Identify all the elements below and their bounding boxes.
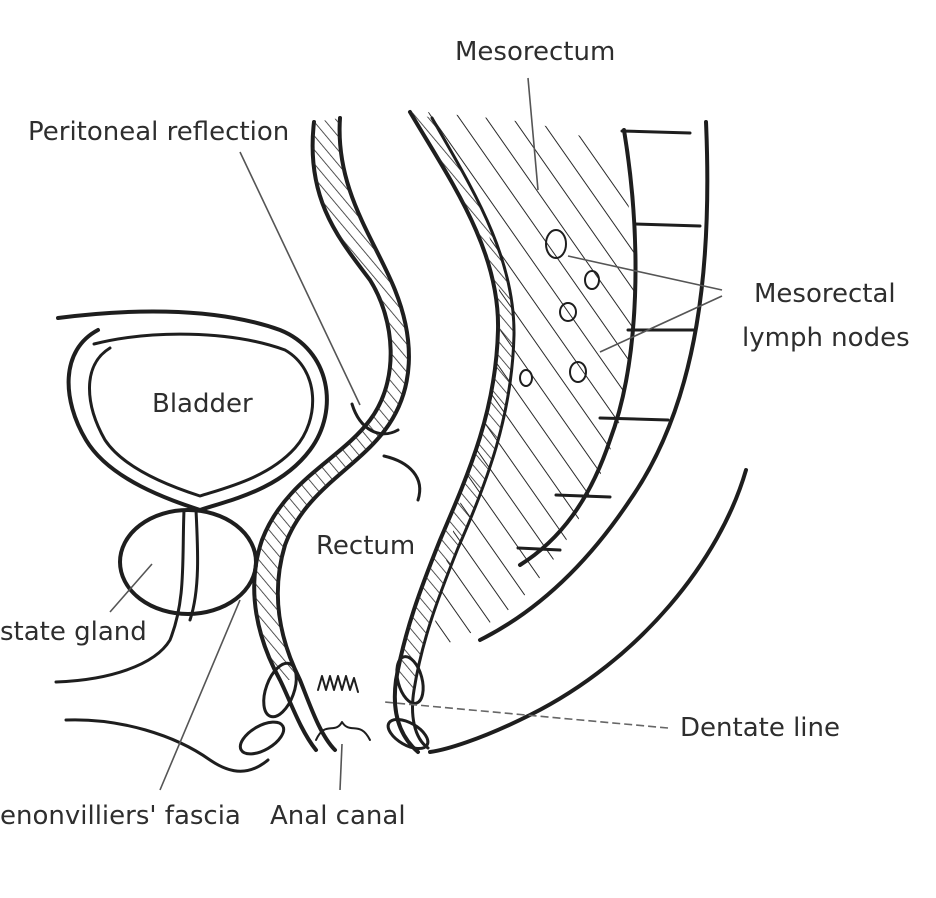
label-mesorectum: Mesorectum xyxy=(455,37,615,67)
prostate-shape xyxy=(54,508,258,684)
label-anal-canal: Anal canal xyxy=(270,801,406,831)
label-dentate-line: Dentate line xyxy=(680,713,840,743)
label-mesorectal-lymph-nodes-1: Mesorectal xyxy=(754,279,896,309)
sacrum xyxy=(478,120,710,642)
label-mesorectal-lymph-nodes-2: lymph nodes xyxy=(742,323,910,353)
label-denonvilliers-fascia: enonvilliers' fascia xyxy=(0,801,241,831)
label-peritoneal-reflection: Peritoneal reflection xyxy=(28,117,289,147)
leader-lines xyxy=(109,77,723,791)
rectum-anterior-wall xyxy=(252,116,411,752)
lymph-nodes xyxy=(519,229,600,387)
label-rectum: Rectum xyxy=(316,531,415,561)
label-bladder: Bladder xyxy=(152,389,253,419)
anal-canal-mucosa xyxy=(315,675,371,741)
rectum-posterior-wall xyxy=(392,110,516,754)
label-prostate-gland: state gland xyxy=(0,617,147,647)
pelvic-floor-contour xyxy=(428,468,748,754)
perineum-contour xyxy=(64,718,270,773)
rectum-ampulla xyxy=(382,454,422,502)
bladder-shape xyxy=(56,309,329,512)
anal-sphincters xyxy=(238,655,430,756)
